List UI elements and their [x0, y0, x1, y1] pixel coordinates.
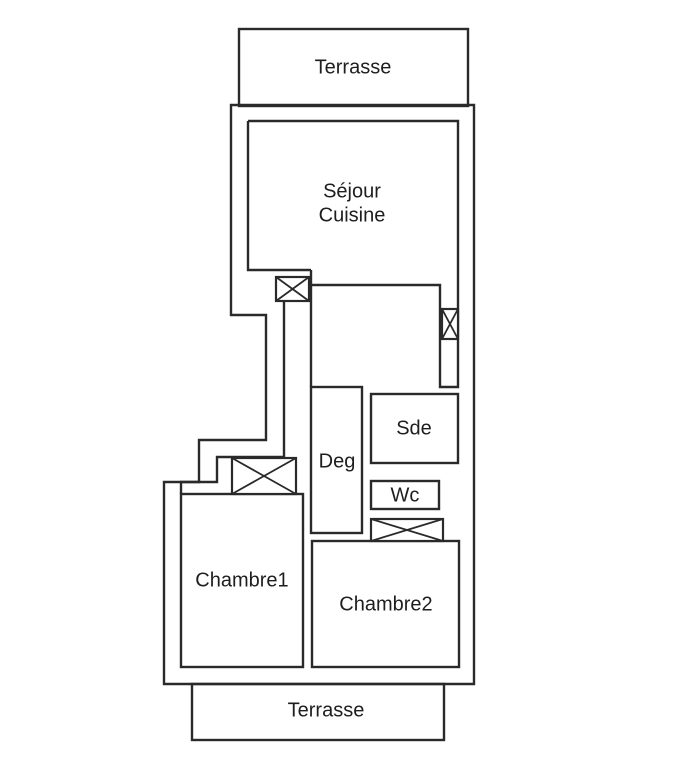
- toilet-outline: [369, 479, 441, 511]
- hallway-outline: [309, 385, 364, 535]
- duct-living-left-cross-b: [275, 276, 310, 302]
- terrace-top: Terrasse: [237, 27, 470, 108]
- bedroom1-label: Chambre1: [195, 569, 288, 591]
- shower-room-label: Sde: [396, 417, 432, 439]
- duct-living-left: [274, 275, 311, 303]
- toilet-label: Wc: [391, 484, 420, 506]
- living-kitchen-wall: [246, 119, 460, 389]
- bedroom2-room: Chambre2: [310, 539, 461, 669]
- terrace-top-label: Terrasse: [315, 56, 392, 78]
- duct-bedroom1: [230, 456, 298, 496]
- hallway-label: Deg: [319, 450, 356, 472]
- duct-living-right-cross-b: [441, 308, 459, 340]
- shower-room-outline: [369, 392, 460, 465]
- bedroom2-label: Chambre2: [339, 593, 432, 615]
- terrace-bottom-label: Terrasse: [288, 699, 365, 721]
- terrace-bottom: Terrasse: [190, 682, 446, 742]
- bedroom2-outline: [310, 539, 461, 669]
- duct-bedroom2-cross-b: [370, 518, 444, 542]
- toilet-room: Wc: [369, 479, 441, 511]
- terrace-top-outline: [237, 27, 470, 108]
- living-label-line1: Séjour: [323, 180, 381, 202]
- living-label-line2: Cuisine: [319, 204, 386, 226]
- living-kitchen-room: Séjour Cuisine: [246, 119, 460, 389]
- duct-bedroom2: [369, 517, 445, 543]
- bedroom1-room: Chambre1: [179, 492, 305, 669]
- duct-living-right: [440, 307, 460, 341]
- left-inner-wall: [179, 270, 313, 494]
- terrace-bottom-outline: [190, 682, 446, 742]
- duct-bedroom1-cross-b: [231, 457, 297, 495]
- bedroom1-outline: [179, 492, 305, 669]
- hallway-room: Deg: [309, 385, 364, 535]
- shower-room: Sde: [369, 392, 460, 465]
